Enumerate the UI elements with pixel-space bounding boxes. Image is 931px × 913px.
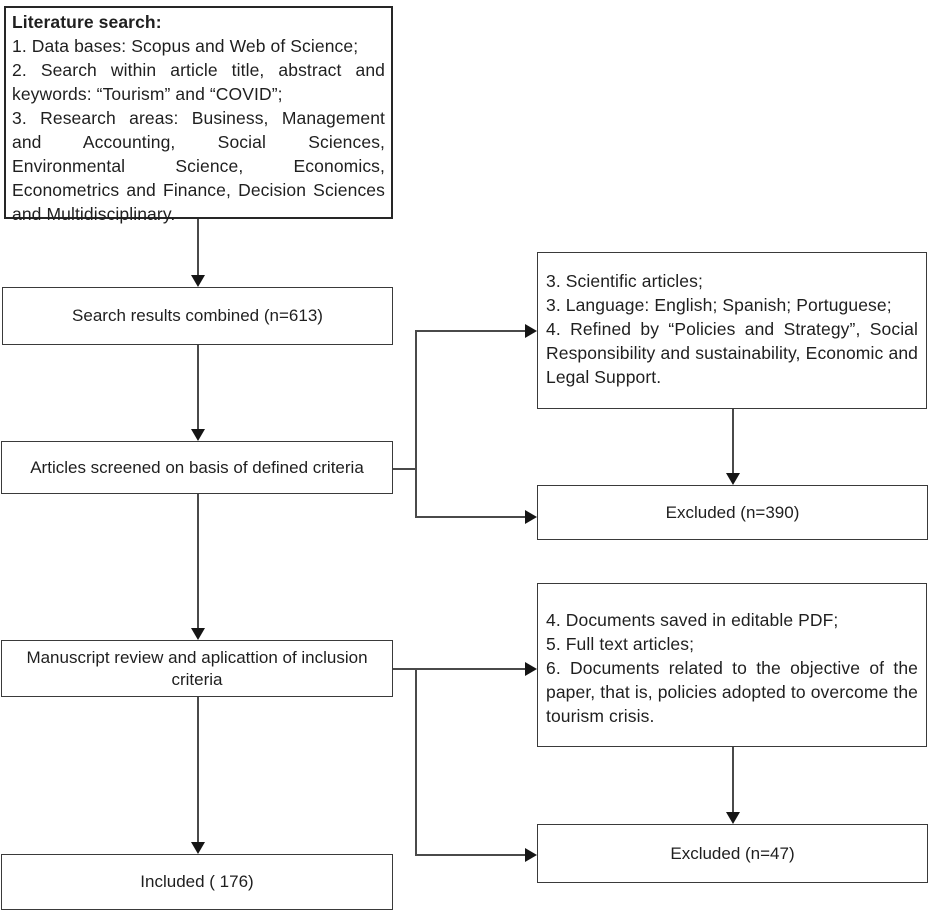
screening-criteria-item: 4. Refined by “Policies and Strategy”, S… [546,319,918,387]
connector-line [415,330,417,518]
arrowhead-down-icon [191,842,205,854]
arrowhead-down-icon [191,429,205,441]
node-included: Included ( 176) [1,854,393,910]
connector-line [197,697,199,843]
node-articles-screened: Articles screened on basis of defined cr… [1,441,393,494]
excluded-screening-label: Excluded (n=390) [665,502,800,522]
literature-search-item: 1. Data bases: Scopus and Web of Science… [12,36,359,56]
connector-line [393,468,417,470]
connector-line [415,668,417,856]
inclusion-criteria-item: 5. Full text articles; [546,634,695,654]
arrowhead-right-icon [525,510,537,524]
search-results-label: Search results combined (n=613) [72,306,323,325]
connector-line [732,409,734,474]
node-excluded-review: Excluded (n=47) [537,824,928,883]
arrowhead-down-icon [191,275,205,287]
arrowhead-right-icon [525,662,537,676]
node-search-results: Search results combined (n=613) [2,287,393,345]
connector-line [415,330,525,332]
node-inclusion-criteria: 4. Documents saved in editable PDF; 5. F… [537,583,927,747]
arrowhead-right-icon [525,324,537,338]
connector-line [415,516,525,518]
connector-line [197,219,199,276]
screening-criteria-item: 3. Language: English; Spanish; Portugues… [546,295,892,315]
node-manuscript-review: Manuscript review and aplicattion of inc… [1,640,393,697]
arrowhead-right-icon [525,848,537,862]
literature-search-heading: Literature search: [12,12,162,32]
excluded-review-label: Excluded (n=47) [670,843,795,863]
manuscript-review-label: Manuscript review and aplicattion of inc… [26,647,368,689]
node-literature-search: Literature search: 1. Data bases: Scopus… [4,6,393,224]
connector-line [197,494,199,629]
articles-screened-label: Articles screened on basis of defined cr… [30,457,364,477]
arrowhead-down-icon [726,812,740,824]
inclusion-criteria-item: 4. Documents saved in editable PDF; [546,610,839,630]
inclusion-criteria-item: 6. Documents related to the objective of… [546,658,918,726]
arrowhead-down-icon [726,473,740,485]
node-excluded-screening: Excluded (n=390) [537,485,928,540]
connector-line [197,345,199,430]
arrowhead-down-icon [191,628,205,640]
screening-criteria-item: 3. Scientific articles; [546,271,703,291]
literature-search-item: 2. Search within article title, abstract… [12,60,385,104]
node-screening-criteria: 3. Scientific articles; 3. Language: Eng… [537,252,927,409]
connector-line [732,747,734,813]
connector-line [393,668,525,670]
included-label: Included ( 176) [140,872,254,891]
connector-line [415,854,525,856]
literature-search-item: 3. Research areas: Business, Management … [12,108,385,224]
